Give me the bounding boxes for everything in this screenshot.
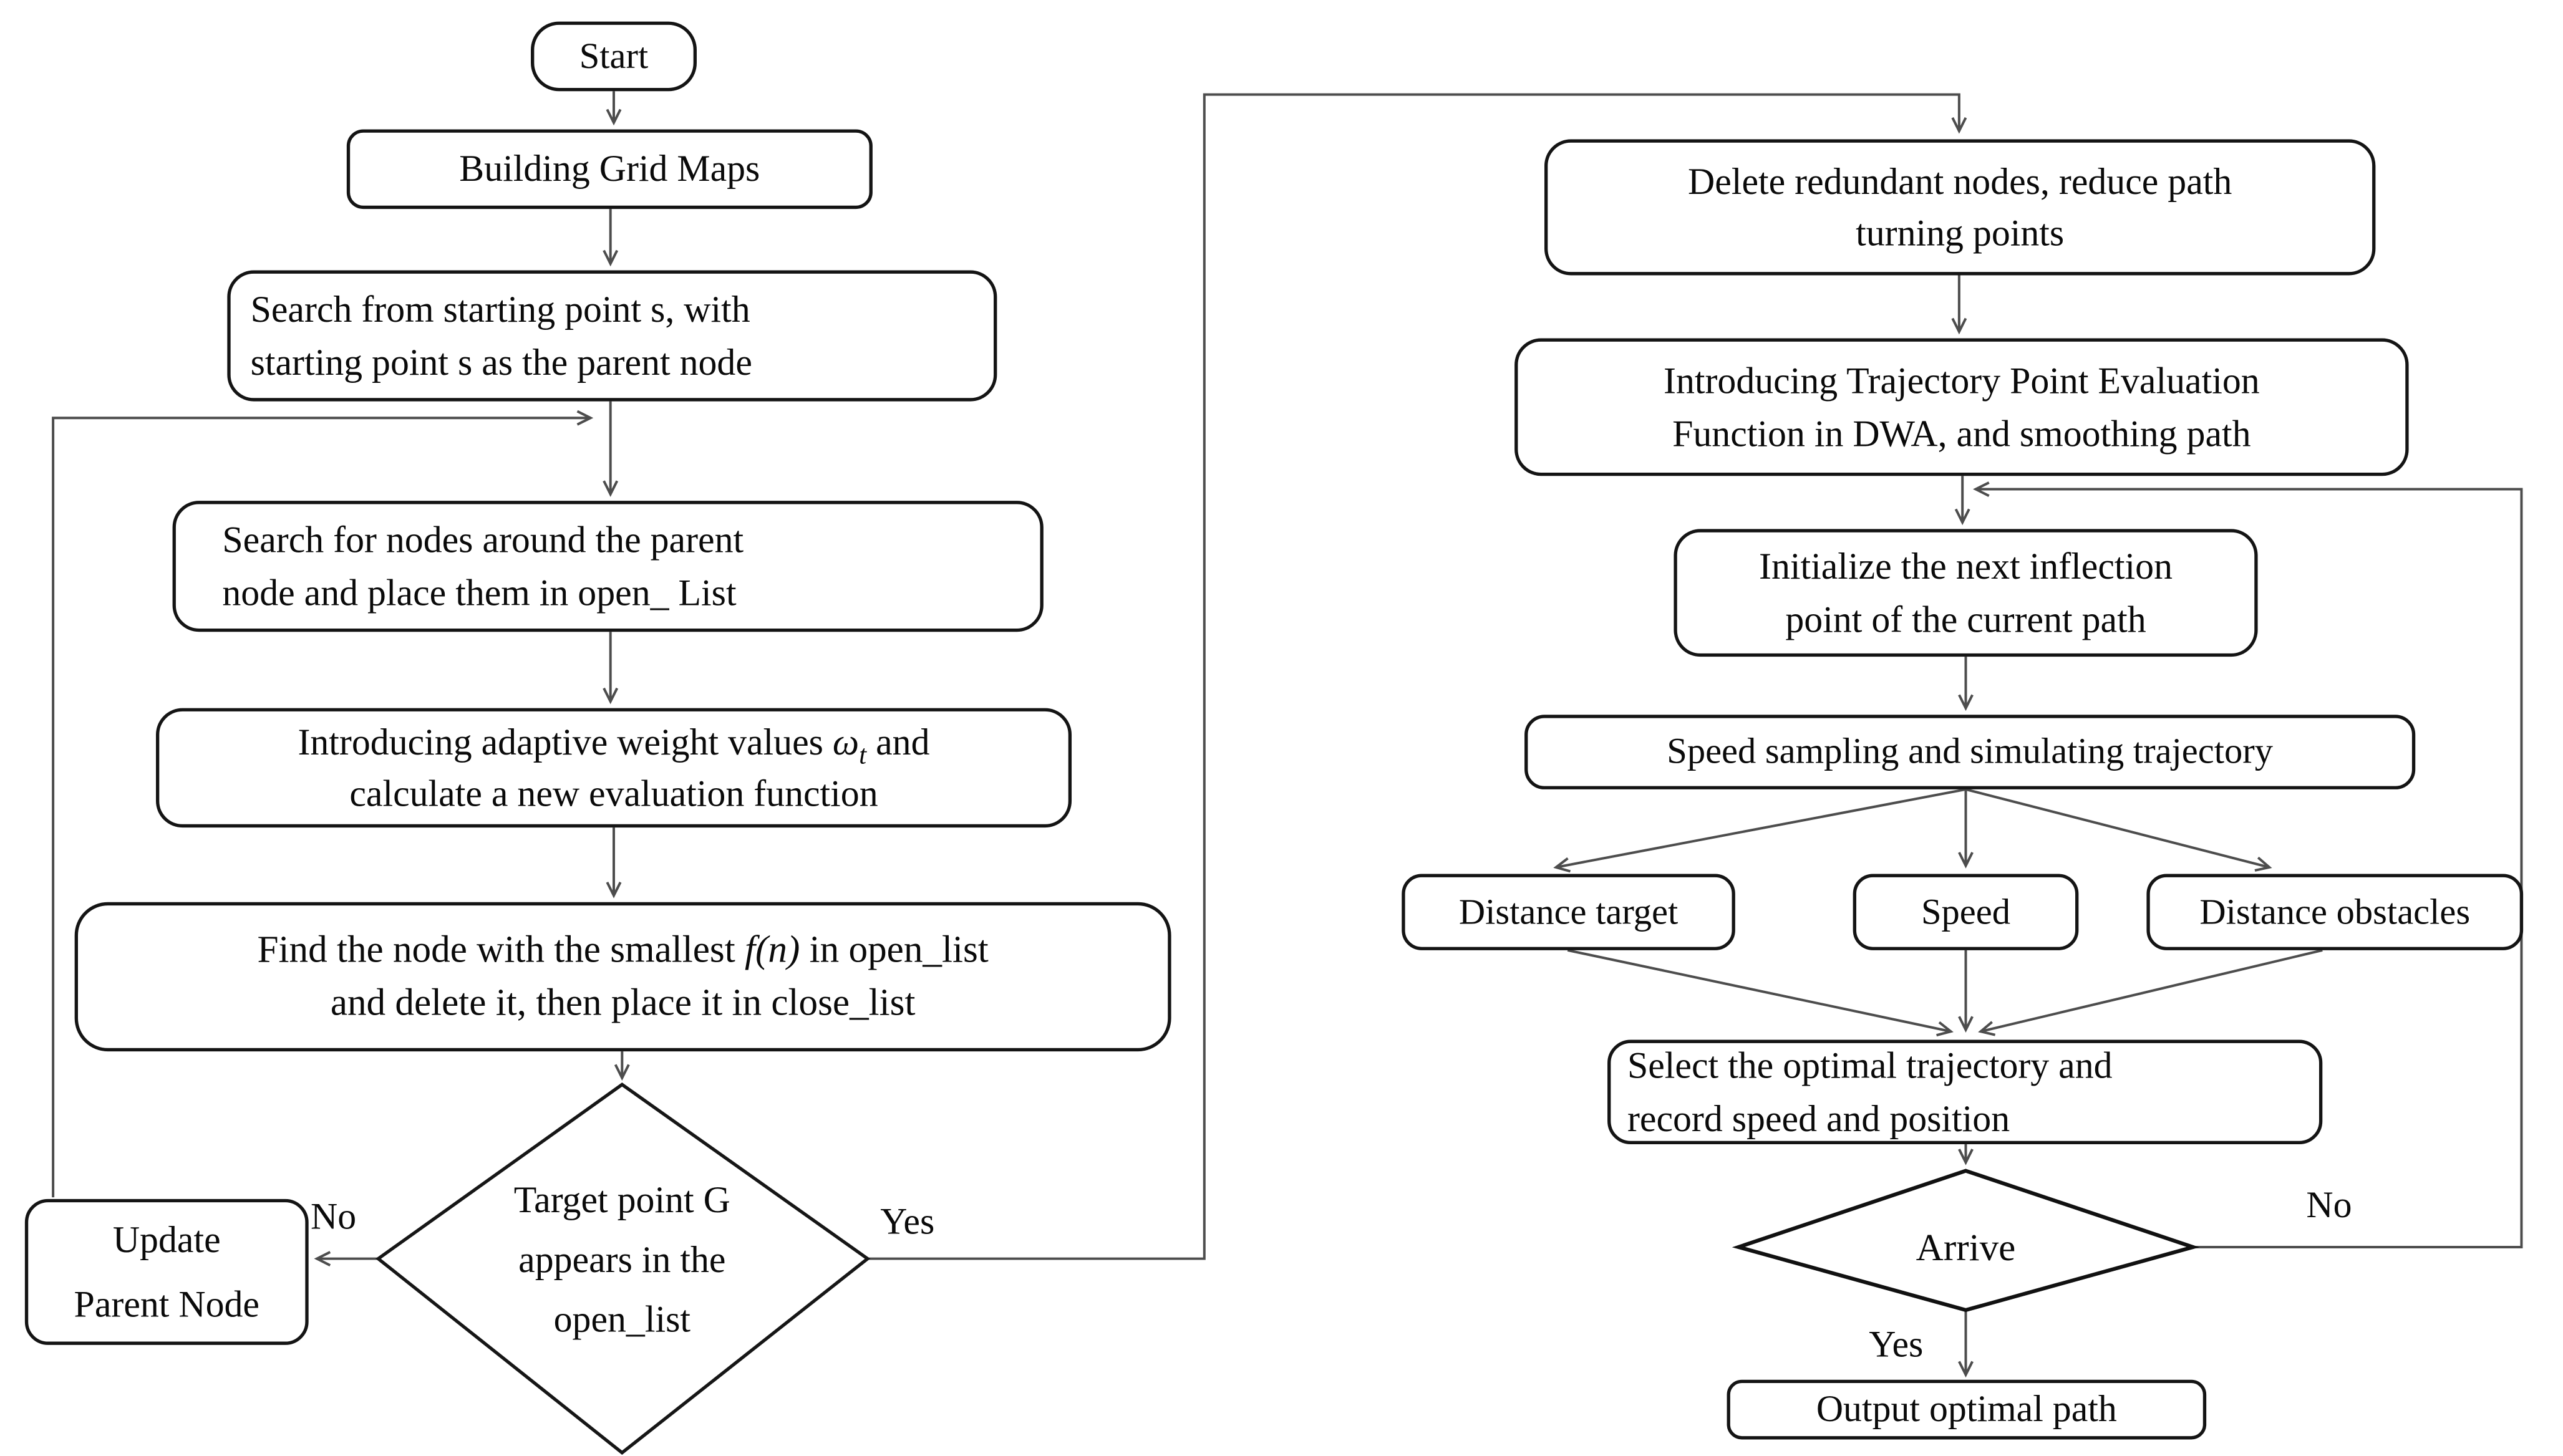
node-dwa-smoothing: Introducing Trajectory Point Evaluation … bbox=[1514, 338, 2409, 476]
edge-dtarget-select bbox=[1567, 948, 1954, 1037]
node-search-nodes-label: Search for nodes around the parent node … bbox=[222, 519, 744, 613]
fn-formula: f(n) bbox=[744, 929, 800, 971]
node-start: Start bbox=[531, 21, 697, 92]
omega-subscript: t bbox=[859, 740, 867, 771]
node-update-parent: Update Parent Node bbox=[24, 1198, 309, 1345]
edge-label-arrive-no: No bbox=[2306, 1184, 2352, 1226]
node-output-path-label: Output optimal path bbox=[1816, 1387, 2117, 1429]
edge-arrive-no-loop bbox=[1973, 481, 2523, 1248]
decision-arrive-diamond bbox=[1732, 1169, 2200, 1313]
node-output-path: Output optimal path bbox=[1727, 1379, 2207, 1440]
edge-target-yes-delete bbox=[867, 93, 1967, 1260]
edge-dobstacles-select bbox=[1978, 948, 2323, 1036]
node-distance-obstacles-label: Distance obstacles bbox=[2199, 890, 2471, 932]
edge-sampling-dtarget bbox=[1553, 788, 1966, 873]
decision-target-point-label: Target point G appears in the open_list bbox=[513, 1179, 730, 1340]
edge-update-loop bbox=[52, 410, 594, 1198]
node-building-grid-maps-label: Building Grid Maps bbox=[459, 148, 760, 190]
node-init-inflection: Initialize the next inflection point of … bbox=[1674, 529, 2258, 657]
node-delete-redundant-label: Delete redundant nodes, reduce path turn… bbox=[1688, 160, 2232, 254]
edge-label-target-yes: Yes bbox=[880, 1200, 935, 1242]
node-speed-sampling: Speed sampling and simulating trajectory bbox=[1524, 715, 2416, 789]
node-search-nodes: Search for nodes around the parent node … bbox=[172, 501, 1044, 632]
decision-arrive-label: Arrive bbox=[1916, 1227, 2016, 1269]
node-distance-target: Distance target bbox=[1402, 874, 1735, 950]
node-select-optimal-label: Select the optimal trajectory and record… bbox=[1627, 1045, 2113, 1139]
node-adaptive-weight-label: Introducing adaptive weight values ωt an… bbox=[298, 721, 930, 814]
node-distance-target-label: Distance target bbox=[1458, 890, 1679, 932]
decision-target-point-diamond bbox=[375, 1082, 871, 1455]
node-find-smallest-fn: Find the node with the smallest f(n) in … bbox=[74, 902, 1171, 1052]
node-delete-redundant: Delete redundant nodes, reduce path turn… bbox=[1544, 139, 2376, 276]
node-building-grid-maps: Building Grid Maps bbox=[346, 129, 873, 210]
node-speed-label: Speed bbox=[1921, 890, 2010, 932]
node-init-inflection-label: Initialize the next inflection point of … bbox=[1759, 546, 2173, 640]
node-select-optimal: Select the optimal trajectory and record… bbox=[1607, 1039, 2323, 1145]
node-dwa-smoothing-label: Introducing Trajectory Point Evaluation … bbox=[1664, 360, 2260, 454]
omega-symbol: ω bbox=[832, 721, 860, 763]
node-search-from-start: Search from starting point s, with start… bbox=[227, 270, 997, 402]
edge-label-arrive-yes: Yes bbox=[1869, 1323, 1924, 1365]
node-search-from-start-label: Search from starting point s, with start… bbox=[250, 289, 752, 383]
node-update-parent-label: Update Parent Node bbox=[74, 1218, 260, 1325]
node-distance-obstacles: Distance obstacles bbox=[2146, 874, 2524, 950]
node-speed: Speed bbox=[1853, 874, 2079, 950]
edge-label-target-no: No bbox=[310, 1195, 357, 1237]
node-find-smallest-fn-label: Find the node with the smallest f(n) in … bbox=[257, 929, 989, 1023]
node-adaptive-weight: Introducing adaptive weight values ωt an… bbox=[155, 708, 1072, 828]
node-start-label: Start bbox=[579, 34, 649, 76]
edge-sampling-dobstacles bbox=[1965, 788, 2272, 872]
node-speed-sampling-label: Speed sampling and simulating trajectory bbox=[1667, 730, 2274, 772]
